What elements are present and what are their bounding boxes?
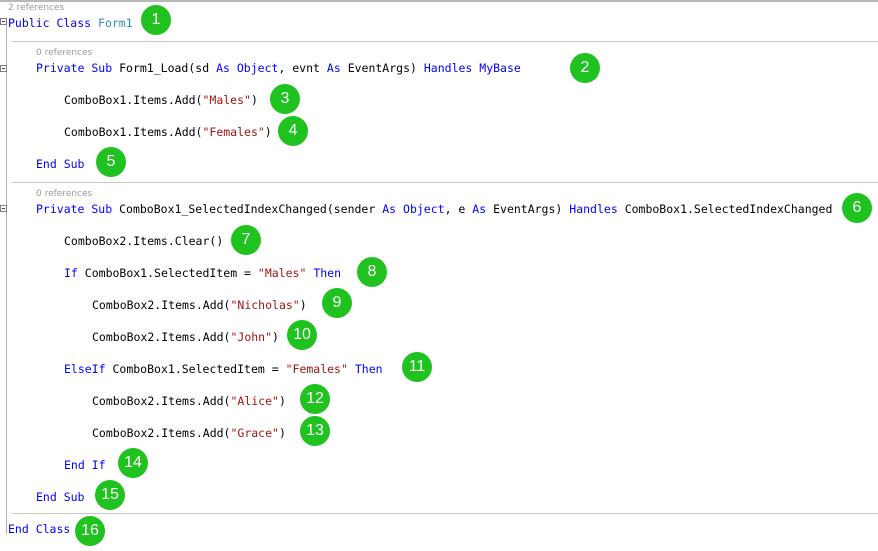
keyword: As [472,202,487,216]
step-badge-5: 5 [96,147,126,177]
keyword: Object [236,61,279,75]
step-badge-1: 1 [141,5,171,35]
identifier: Form1_Load(sd [119,61,210,75]
keyword: As [326,61,341,75]
keyword: As [382,202,397,216]
identifier: EventArgs) [493,202,563,216]
identifier: ) [272,330,279,344]
step-badge-13: 13 [300,416,330,446]
identifier: ComboBox2.Items.Add( [92,394,231,408]
identifier: EventArgs) [347,61,417,75]
code-line-12[interactable]: ComboBox2.Items.Add("Alice") [92,394,286,408]
identifier: ) [299,298,307,312]
string-literal: "Females" [202,125,265,139]
step-badge-6: 6 [842,193,872,223]
identifier: , evnt [278,61,320,75]
identifier: ComboBox1.Items.Add( [64,125,203,139]
code-line-14[interactable]: End If [64,458,106,472]
type-name: Form1 [98,16,133,30]
editor-top-border [0,0,878,2]
code-line-4[interactable]: ComboBox1.Items.Add("Females") [64,125,272,139]
method-separator [12,513,878,514]
keyword: Object [403,202,445,216]
identifier: ComboBox2.Items.Add( [92,298,231,312]
keyword: Private Sub [36,61,113,75]
step-badge-7: 7 [231,225,261,255]
codelens-load-references[interactable]: 0 references [36,48,93,58]
step-badge-8: 8 [357,257,387,287]
identifier: ComboBox1.Items.Add( [64,93,203,107]
collapse-class-icon[interactable] [0,18,7,25]
identifier: ) [278,394,286,408]
identifier: ComboBox2.Items.Add( [92,330,231,344]
string-literal: "Grace" [230,426,279,440]
code-line-7[interactable]: ComboBox2.Items.Clear() [64,234,224,248]
identifier: ComboBox2.Items.Add( [92,426,231,440]
keyword: ElseIf [64,362,106,376]
outline-guide [6,24,7,534]
identifier: , e [444,202,466,216]
collapse-load-icon[interactable] [0,65,7,72]
step-badge-10: 10 [287,320,317,350]
method-separator [12,182,878,183]
identifier: ComboBox1.SelectedIndexChanged [624,202,833,216]
string-literal: "Females" [285,362,348,376]
keyword: Private Sub [36,202,113,216]
keyword: Handles [423,61,473,75]
keyword: Then [313,266,342,280]
string-literal: "Males" [202,93,251,107]
step-badge-11: 11 [402,352,432,382]
string-literal: "Males" [257,266,307,280]
code-line-2[interactable]: Private Sub Form1_Load(sd As Object, evn… [36,61,521,75]
identifier: ) [278,426,286,440]
collapse-sic-icon[interactable] [0,205,7,212]
codelens-sic-references[interactable]: 0 references [36,189,93,199]
step-badge-12: 12 [300,384,330,414]
identifier: ComboBox1.SelectedItem = [84,266,251,280]
keyword: Public Class [8,16,92,30]
code-line-9[interactable]: ComboBox2.Items.Add("Nicholas") [92,298,307,312]
code-line-11[interactable]: ElseIf ComboBox1.SelectedItem = "Females… [64,362,383,376]
string-literal: "Nicholas" [230,298,300,312]
keyword: If [64,266,78,280]
identifier: ) [264,125,272,139]
step-badge-15: 15 [95,480,125,510]
step-badge-14: 14 [118,448,148,478]
codelens-class-references[interactable]: 2 references [8,3,65,13]
code-line-16[interactable]: End Class [8,522,71,536]
code-line-5[interactable]: End Sub [36,157,85,171]
keyword: Then [354,362,383,376]
string-literal: "John" [230,330,273,344]
code-line-8[interactable]: If ComboBox1.SelectedItem = "Males" Then [64,266,341,280]
keyword: Handles [569,202,618,216]
code-line-13[interactable]: ComboBox2.Items.Add("Grace") [92,426,286,440]
step-badge-4: 4 [278,116,308,146]
code-line-10[interactable]: ComboBox2.Items.Add("John") [92,330,279,344]
keyword: As [216,61,230,75]
string-literal: "Alice" [230,394,279,408]
code-line-15[interactable]: End Sub [36,490,85,504]
code-line-1[interactable]: Public Class Form1 [8,16,133,30]
code-line-6[interactable]: Private Sub ComboBox1_SelectedIndexChang… [36,202,832,216]
identifier: ComboBox1_SelectedIndexChanged(sender [119,202,376,216]
code-line-3[interactable]: ComboBox1.Items.Add("Males") [64,93,258,107]
step-badge-3: 3 [270,84,300,114]
step-badge-2: 2 [570,53,600,83]
keyword: MyBase [479,61,521,75]
identifier: ComboBox1.SelectedItem = [112,362,279,376]
identifier: ) [250,93,258,107]
step-badge-9: 9 [322,288,352,318]
step-badge-16: 16 [75,516,105,546]
method-separator [12,41,878,42]
